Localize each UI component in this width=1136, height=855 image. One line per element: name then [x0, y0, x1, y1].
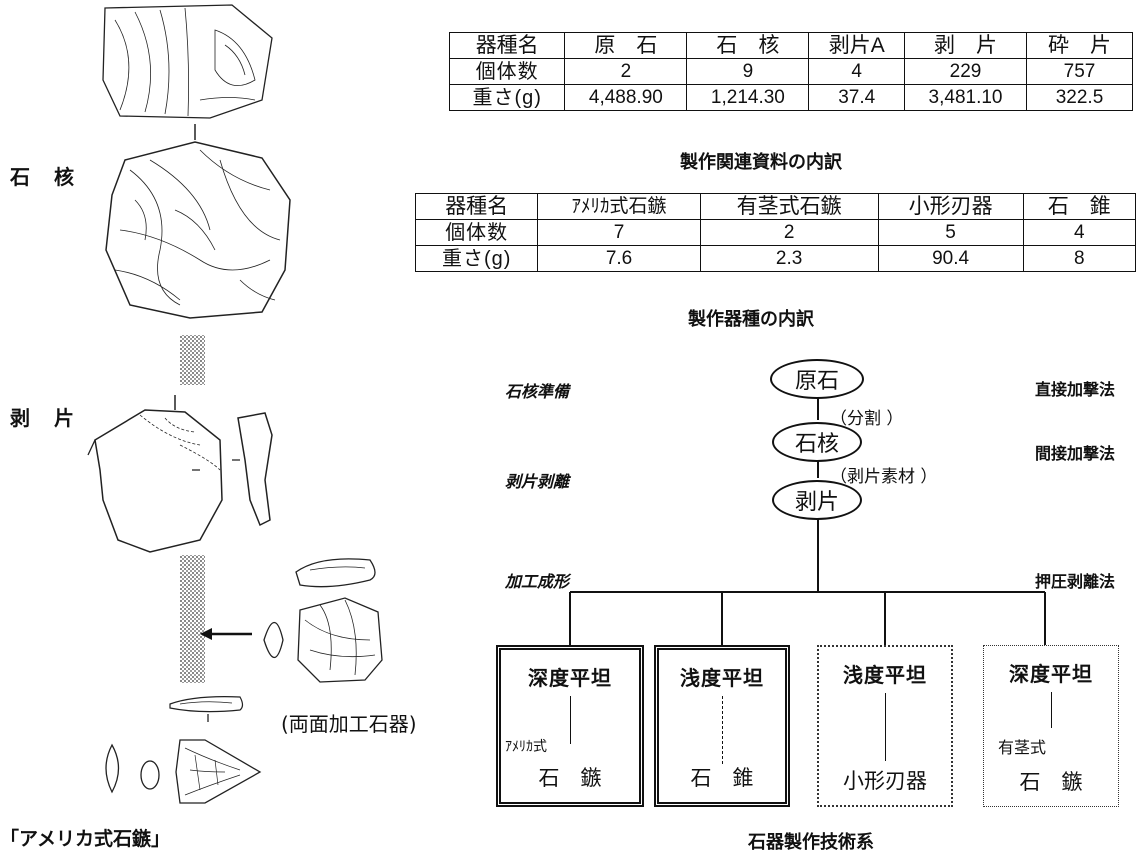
table-cell: 5	[877, 219, 1024, 246]
box-connector	[885, 693, 886, 761]
table-cell: 757	[1026, 58, 1133, 85]
table-cell: 7.6	[537, 245, 701, 272]
box-product-label: 石 鏃	[538, 766, 602, 790]
table-cell: 4	[808, 58, 906, 85]
artifact-drawings	[87, 4, 383, 804]
table-production-materials: 器種名 原 石 石 核 剥片A 剥 片 砕 片 個体数 2 9 4 229 75…	[448, 32, 1133, 111]
core-drawing	[105, 141, 291, 319]
box-title: 深度平坦	[528, 666, 612, 690]
table-header-cell: 原 石	[564, 32, 688, 59]
flow-note-division: （分割 ）	[830, 409, 904, 429]
table-row: 器種名 ｱﾒﾘｶ式石鏃 有茎式石鏃 小形刃器 石 錐	[414, 193, 1136, 220]
core-top-view-drawing	[102, 4, 273, 119]
table-cell: 4,488.90	[564, 84, 688, 111]
table-cell: 2	[564, 58, 688, 85]
box-product-label: 石 鏃	[1019, 770, 1083, 794]
box-title: 浅度平坦	[680, 666, 764, 690]
table-row: 器種名 原 石 石 核 剥片A 剥 片 砕 片	[448, 32, 1133, 59]
dotted-bar	[180, 555, 205, 683]
stage-core-preparation: 石核準備	[505, 382, 570, 401]
box-connector	[570, 696, 571, 744]
table-cell: 1,214.30	[686, 84, 810, 111]
flow-connectors	[569, 398, 1046, 645]
table-header-cell: 剥片A	[808, 32, 906, 59]
arrowhead-drawing	[105, 739, 262, 804]
technique-pressure-flaking: 押圧剥離法	[1035, 572, 1116, 591]
table-cell: 229	[904, 58, 1028, 85]
box-product-label: 小形刃器	[843, 769, 927, 793]
arrow-icon	[200, 628, 252, 640]
label-flake: 剥 片	[10, 406, 76, 430]
technique-indirect-percussion: 間接加撃法	[1035, 444, 1116, 463]
flake-drawing	[87, 395, 273, 553]
label-core: 石 核	[10, 165, 76, 189]
table-cell: 3,481.10	[904, 84, 1028, 111]
stage-shaping: 加工成形	[505, 572, 570, 591]
label-biface: (両面加工石器)	[281, 712, 417, 736]
table-header-cell: 有茎式石鏃	[699, 193, 879, 220]
box-subtitle: 有茎式	[998, 738, 1047, 757]
table-row: 個体数 7 2 5 4	[414, 219, 1136, 246]
flow-node-core: 石核	[772, 422, 862, 462]
table1-caption: 製作関連資料の内訳	[680, 152, 842, 173]
label-american-arrowhead: 「アメリカ式石鏃」	[0, 828, 171, 850]
product-box-stemmed-arrowhead: 深度平坦 有茎式 石 鏃	[983, 645, 1119, 807]
box-title: 深度平坦	[1009, 662, 1093, 686]
table-cell: 重さ(g)	[448, 84, 566, 111]
table-header-cell: 石 錐	[1022, 193, 1136, 220]
table-cell: 2	[699, 219, 879, 246]
table-cell: 90.4	[877, 245, 1024, 272]
table-tool-types: 器種名 ｱﾒﾘｶ式石鏃 有茎式石鏃 小形刃器 石 錐 個体数 7 2 5 4 重…	[414, 193, 1136, 272]
flow-note-flake-material: （剥片素材 ）	[830, 467, 938, 487]
table-cell: 個体数	[448, 58, 566, 85]
table-cell: 9	[686, 58, 810, 85]
product-box-american-arrowhead: 深度平坦 ｱﾒﾘｶ式 石 鏃	[496, 645, 644, 807]
flow-node-flake: 剥片	[772, 480, 862, 520]
table-cell: 8	[1022, 245, 1136, 272]
biface-drawing	[263, 558, 383, 683]
flow-caption: 石器製作技術系	[748, 832, 874, 853]
flow-node-raw-stone: 原石	[770, 359, 864, 399]
product-box-small-blade: 浅度平坦 小形刃器	[817, 645, 953, 807]
table-cell: 2.3	[699, 245, 879, 272]
dotted-bar	[180, 335, 205, 385]
box-product-label: 石 錐	[690, 766, 754, 790]
table2-caption: 製作器種の内訳	[688, 309, 814, 330]
table-cell: 個体数	[414, 219, 539, 246]
table-row: 個体数 2 9 4 229 757	[448, 58, 1133, 85]
table-cell: 4	[1022, 219, 1136, 246]
box-subtitle: ｱﾒﾘｶ式	[505, 739, 547, 755]
box-connector	[1051, 692, 1052, 728]
box-connector	[722, 696, 723, 764]
table-cell: 重さ(g)	[414, 245, 539, 272]
technique-direct-percussion: 直接加撃法	[1035, 380, 1116, 399]
thin-biface-drawing	[169, 696, 244, 713]
table-cell: 322.5	[1026, 84, 1133, 111]
table-cell: 37.4	[808, 84, 906, 111]
table-header-cell: 剥 片	[904, 32, 1028, 59]
table-header-cell: ｱﾒﾘｶ式石鏃	[537, 193, 701, 220]
table-header-cell: 石 核	[686, 32, 810, 59]
product-box-drill: 浅度平坦 石 錐	[654, 645, 790, 807]
stage-flake-removal: 剥片剥離	[505, 472, 570, 491]
table-header-cell: 器種名	[448, 32, 566, 59]
box-title: 浅度平坦	[843, 663, 927, 687]
table-row: 重さ(g) 7.6 2.3 90.4 8	[414, 245, 1136, 272]
table-cell: 7	[537, 219, 701, 246]
table-header-cell: 小形刃器	[877, 193, 1024, 220]
table-header-cell: 器種名	[414, 193, 539, 220]
table-row: 重さ(g) 4,488.90 1,214.30 37.4 3,481.10 32…	[448, 84, 1133, 111]
table-header-cell: 砕 片	[1026, 32, 1133, 59]
